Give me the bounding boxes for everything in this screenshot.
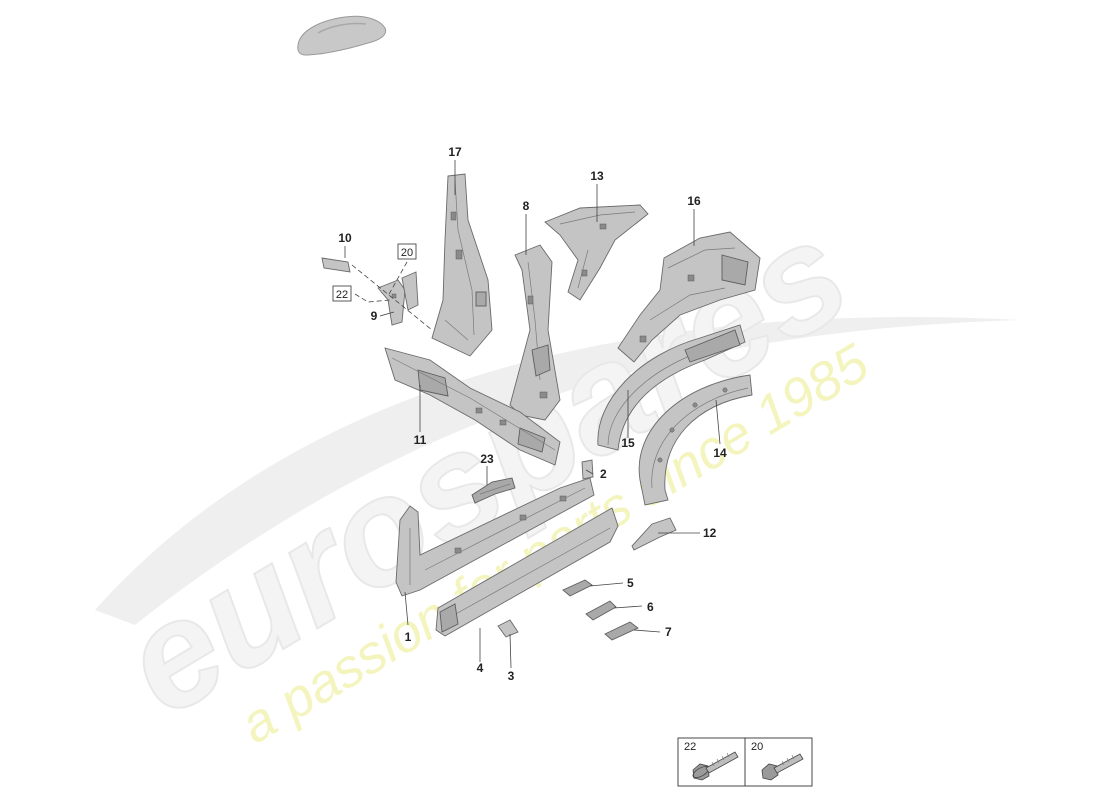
watermark: eurospares a passion for parts since 198… [94, 186, 1020, 755]
legend-number-22: 22 [684, 741, 696, 753]
callout-12: 12 [703, 526, 717, 540]
callout-17: 17 [448, 145, 462, 159]
callout-10: 10 [338, 231, 352, 245]
part-11-cross-member [384, 347, 561, 466]
part-4-outer-sill [435, 507, 619, 637]
callout-5: 5 [627, 576, 634, 590]
part-8-b-pillar [509, 244, 561, 421]
callout-6: 6 [647, 600, 654, 614]
part-3-bracket [497, 619, 519, 638]
part-1-inner-sill [395, 477, 595, 597]
part-2-clip [581, 459, 594, 480]
callout-9: 9 [371, 309, 378, 323]
callout-11: 11 [414, 433, 427, 447]
legend-number-20: 20 [751, 741, 763, 753]
callout-2: 2 [600, 467, 607, 481]
callout-8: 8 [523, 199, 530, 213]
hex-bolt-icon [761, 753, 804, 781]
flange-bolt-icon [692, 751, 739, 781]
part-12-bracket [631, 517, 677, 551]
callout-23: 23 [480, 452, 494, 466]
boxed-callout-22: 22 [332, 285, 352, 302]
callout-4: 4 [477, 661, 484, 675]
leader-lines [344, 160, 721, 669]
part-16-rear-member [617, 231, 761, 363]
callout-16: 16 [687, 194, 701, 208]
svg-text:22: 22 [336, 289, 348, 301]
part-6-pad [585, 600, 617, 621]
callout-14: 14 [713, 446, 727, 460]
callout-3: 3 [508, 669, 515, 683]
part-5-pad [562, 579, 593, 597]
fastener-legend: 22 20 [677, 737, 813, 787]
part-14-outer-wheel-arch [638, 374, 753, 506]
boxed-callout-20: 20 [397, 243, 417, 260]
part-17-a-pillar [431, 173, 493, 357]
part-9-bracket [377, 271, 419, 326]
callout-numbers: 17 8 13 16 10 9 11 15 14 23 2 12 5 6 7 1… [338, 145, 727, 683]
part-15-inner-wheel-arch [597, 324, 746, 451]
callout-1: 1 [405, 630, 412, 644]
vehicle-thumbnail-icon [297, 15, 387, 56]
watermark-swoosh [95, 317, 1020, 625]
callout-13: 13 [590, 169, 604, 183]
svg-text:20: 20 [401, 247, 413, 259]
part-10-reinforcement [321, 257, 351, 273]
part-7-pad [604, 621, 639, 641]
part-23-reinforcement [471, 477, 516, 504]
part-13-rear-upper-rail [544, 204, 649, 301]
callout-7: 7 [665, 625, 672, 639]
callout-15: 15 [621, 436, 635, 450]
